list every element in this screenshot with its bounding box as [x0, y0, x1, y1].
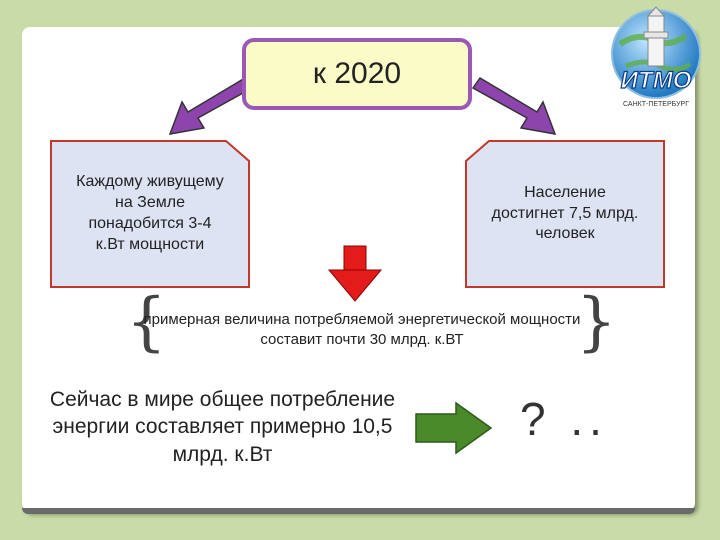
left-card: Каждому живущему на Земле понадобится 3-… — [50, 140, 250, 288]
logo-subtitle: САНКТ-ПЕТЕРБУРГ — [623, 101, 689, 108]
itmo-globe-logo: ИТМО САНКТ-ПЕТЕРБУРГ — [611, 6, 701, 108]
red-down-arrow-icon — [327, 245, 383, 302]
title-box: к 2020 — [242, 38, 472, 110]
green-right-arrow-icon — [415, 401, 493, 455]
right-card-text: Население достигнет 7,5 млрд. человек — [491, 183, 639, 243]
slide-bottom-bar — [22, 508, 695, 514]
purple-arrow-left-icon — [168, 76, 254, 135]
logo-text: ИТМО — [621, 67, 692, 94]
estimate-text: примерная величина потребляемой энергети… — [143, 311, 581, 348]
left-card-text: Каждому живущему на Земле понадобится 3-… — [76, 173, 224, 253]
question-marks: ? .. — [520, 393, 608, 445]
purple-arrow-right-icon — [471, 76, 557, 135]
title-text: к 2020 — [312, 57, 402, 90]
right-brace: } — [576, 285, 617, 359]
left-brace: { — [126, 285, 167, 359]
right-card: Население достигнет 7,5 млрд. человек — [465, 140, 665, 288]
current-consumption-text: Сейчас в мире общее потребление энергии … — [49, 388, 396, 466]
